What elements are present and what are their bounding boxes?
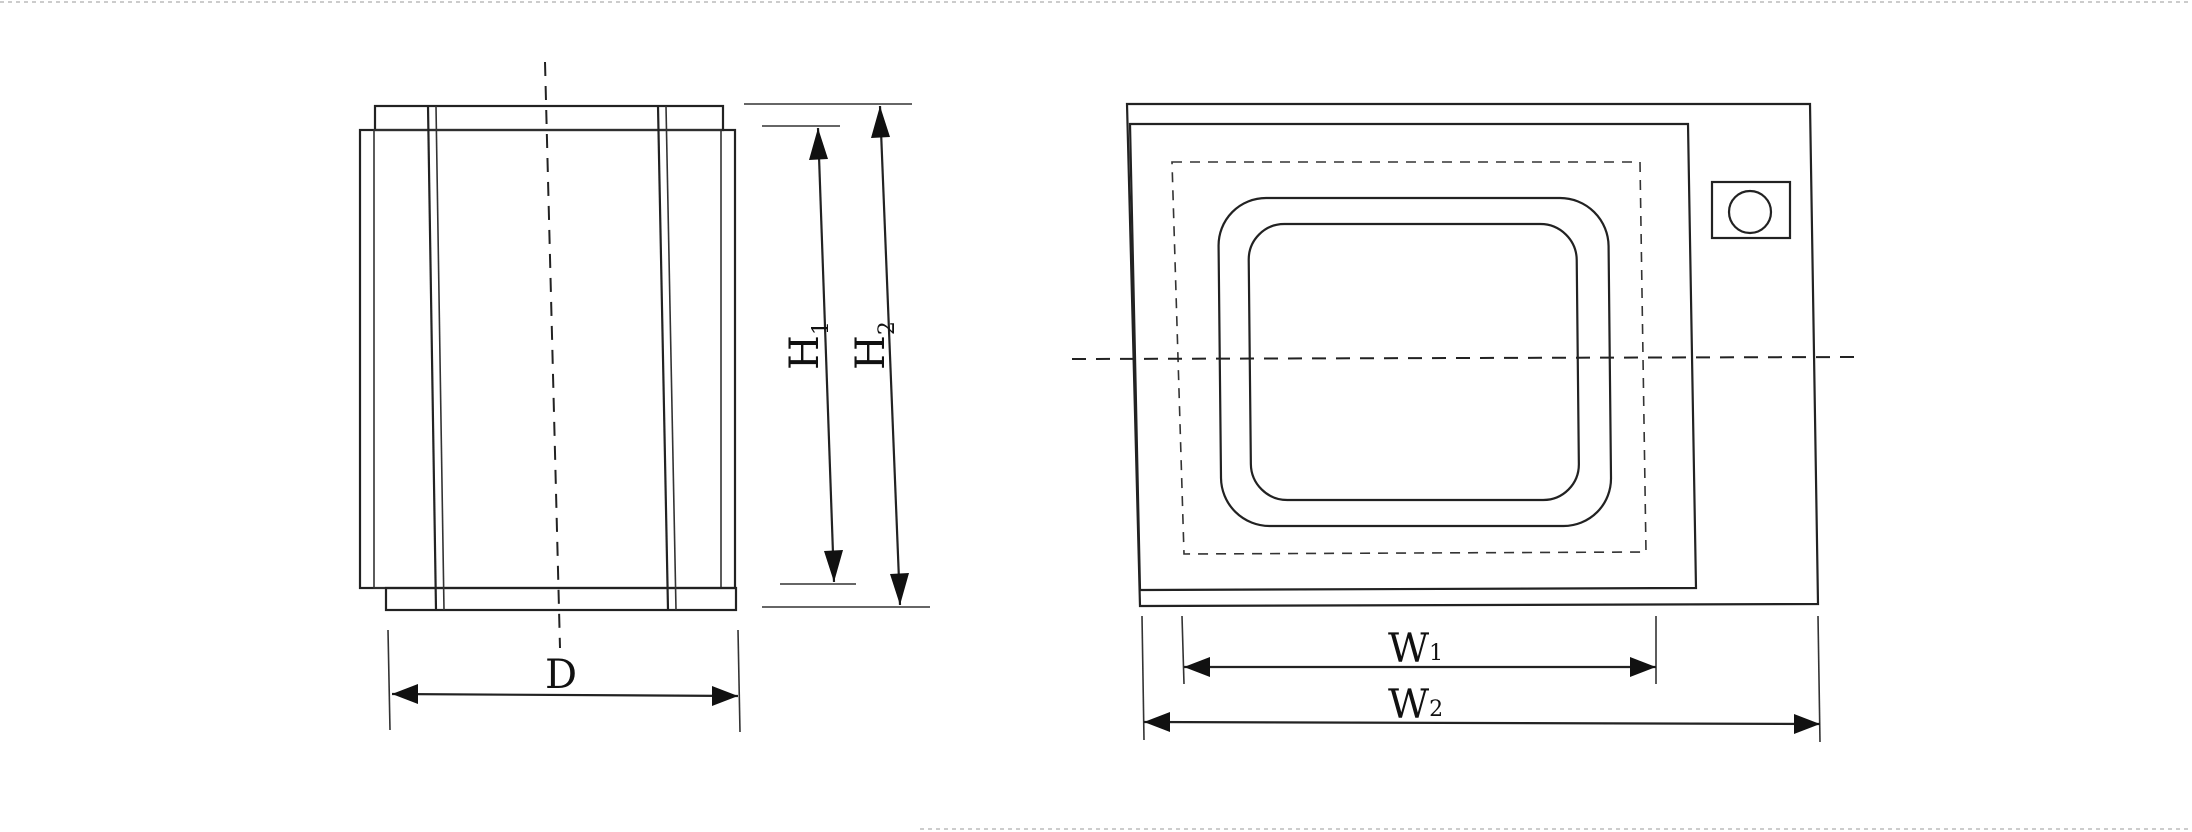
side-view-centerline [544,61,561,649]
h2-arrow-bottom [890,573,909,605]
h1-arrow-top [809,128,828,160]
w1-extension-left [1181,615,1185,685]
front-view-window-frame [1217,196,1613,528]
front-view-control-box [1710,180,1792,240]
h1-label: H1 [782,321,834,370]
d-extension-left [387,629,391,731]
w2-extension-left [1141,615,1145,741]
side-view-rail-left [426,105,438,611]
d-dimension-line [391,692,739,698]
side-view: H1 H2 D [358,61,930,733]
front-view-inner-panel [1128,122,1698,592]
d-label: D [545,652,577,698]
h2-dimension-line [878,105,902,606]
front-view: W1 W2 [1071,102,1856,743]
front-view-indicator-circle [1727,189,1773,235]
d-extension-right [737,629,741,733]
side-view-bottom-cap [384,586,738,612]
side-view-rail-right [656,105,670,611]
side-view-body [358,128,737,590]
w2-label: W2 [1388,682,1443,728]
front-view-window-glass [1247,222,1580,502]
w2-extension-right [1817,615,1821,743]
h1-dimension-line [816,127,836,583]
w1-arrow-right [1630,657,1656,677]
side-view-body-inner [373,129,722,589]
w2-dimension-line [1143,720,1821,726]
d-arrow-left [392,684,418,704]
h1-arrow-bottom [824,550,843,582]
front-view-outer-frame [1125,102,1820,608]
w1-arrow-left [1184,657,1210,677]
h2-arrow-top [871,106,890,138]
front-view-gasket-outline [1171,161,1647,555]
w2-arrow-left [1144,712,1170,732]
front-view-centerline [1071,356,1856,360]
h2-label: H2 [848,321,900,370]
w2-arrow-right [1794,714,1820,734]
side-view-rail-right-inner [665,105,677,611]
w1-label: W1 [1388,626,1443,672]
side-view-rail-left-inner [435,105,445,611]
d-arrow-right [712,686,738,706]
